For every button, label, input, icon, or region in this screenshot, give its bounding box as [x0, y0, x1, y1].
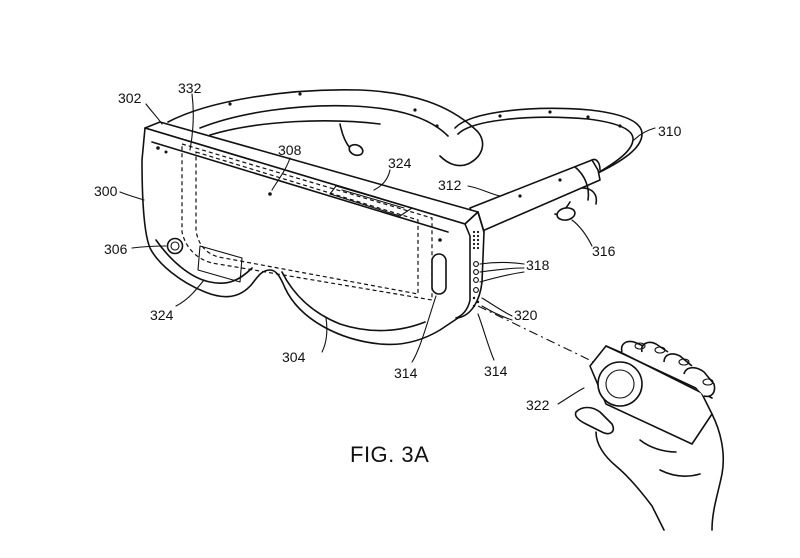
leader-lines [119, 93, 656, 405]
ref-314-a: 314 [394, 365, 418, 381]
figure-caption: FIG. 3A [350, 442, 429, 467]
ref-310: 310 [658, 123, 682, 139]
ref-302: 302 [118, 90, 142, 106]
hand-controller [574, 340, 725, 531]
ref-314-b: 314 [484, 363, 508, 379]
ref-304: 304 [282, 349, 306, 365]
earbud-left [339, 123, 364, 157]
earbud-right [554, 201, 576, 221]
ref-316: 316 [592, 243, 616, 259]
ref-308: 308 [278, 142, 302, 158]
ref-318: 318 [526, 257, 550, 273]
ref-312: 312 [438, 177, 462, 193]
ref-300: 300 [94, 183, 118, 199]
top-strap [167, 88, 484, 167]
ref-324-top: 324 [388, 155, 412, 171]
ref-320: 320 [514, 307, 538, 323]
temple-arm [469, 158, 601, 233]
headset-body [141, 121, 485, 346]
ref-322: 322 [526, 397, 550, 413]
ref-306: 306 [104, 241, 128, 257]
ref-332: 332 [178, 80, 202, 96]
ref-324-left: 324 [150, 307, 174, 323]
reference-numerals: 302 332 308 324 310 312 300 306 316 318 … [94, 80, 682, 413]
signal-beam-line [477, 305, 603, 367]
